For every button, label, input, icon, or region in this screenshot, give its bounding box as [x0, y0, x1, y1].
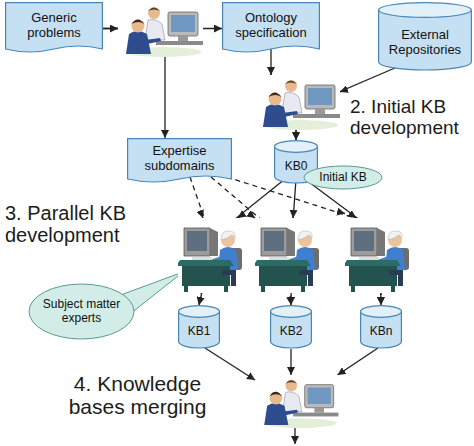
node-text: Subject matter experts	[41, 298, 122, 326]
node-text: Ontology specification	[228, 11, 314, 41]
expert-at-desk	[176, 218, 248, 293]
node-text-block: Expertise subdomains	[133, 144, 226, 174]
node-text: Initial KB	[313, 171, 373, 185]
node-text-block: Subject matter experts	[41, 298, 122, 326]
node-text: External Repositories	[382, 28, 468, 58]
node-text-block: KBn	[364, 325, 398, 339]
repository-cylinder: External Repositories	[378, 2, 472, 70]
node-text-block: External Repositories	[382, 28, 468, 58]
problem-box: Generic problems	[5, 2, 103, 55]
node-text-block: KB2	[274, 325, 308, 339]
callout-ellipse: Initial KB	[303, 165, 383, 190]
node-text-block: Ontology specification	[228, 11, 314, 41]
people-at-computer	[257, 375, 339, 428]
expert-at-desk	[343, 218, 415, 293]
node-text-block: KB1	[182, 325, 216, 339]
kb-cylinder: KB2	[270, 305, 312, 348]
node-text: Generic problems	[11, 11, 97, 41]
people-at-computer	[255, 75, 340, 130]
expert-at-desk	[253, 218, 325, 293]
step-label: 2. Initial KB development	[350, 97, 472, 139]
node-text: KB2	[274, 325, 308, 339]
node-text-block: Generic problems	[11, 11, 97, 41]
node-text: Expertise subdomains	[133, 144, 226, 174]
step-label: 4. Knowledge bases merging	[55, 372, 220, 418]
node-text-block: Initial KB	[313, 171, 373, 185]
kb-cylinder: KBn	[360, 305, 402, 348]
subdomain-box: Expertise subdomains	[127, 138, 232, 185]
node-text: KBn	[364, 325, 398, 339]
node-text: KB1	[182, 325, 216, 339]
specification-box: Ontology specification	[222, 2, 320, 55]
callout-ellipse: Subject matter experts	[28, 283, 135, 340]
people-at-computer	[118, 2, 203, 57]
kb-cylinder: KB1	[178, 305, 220, 348]
step-label: 3. Parallel KB development	[5, 202, 155, 246]
